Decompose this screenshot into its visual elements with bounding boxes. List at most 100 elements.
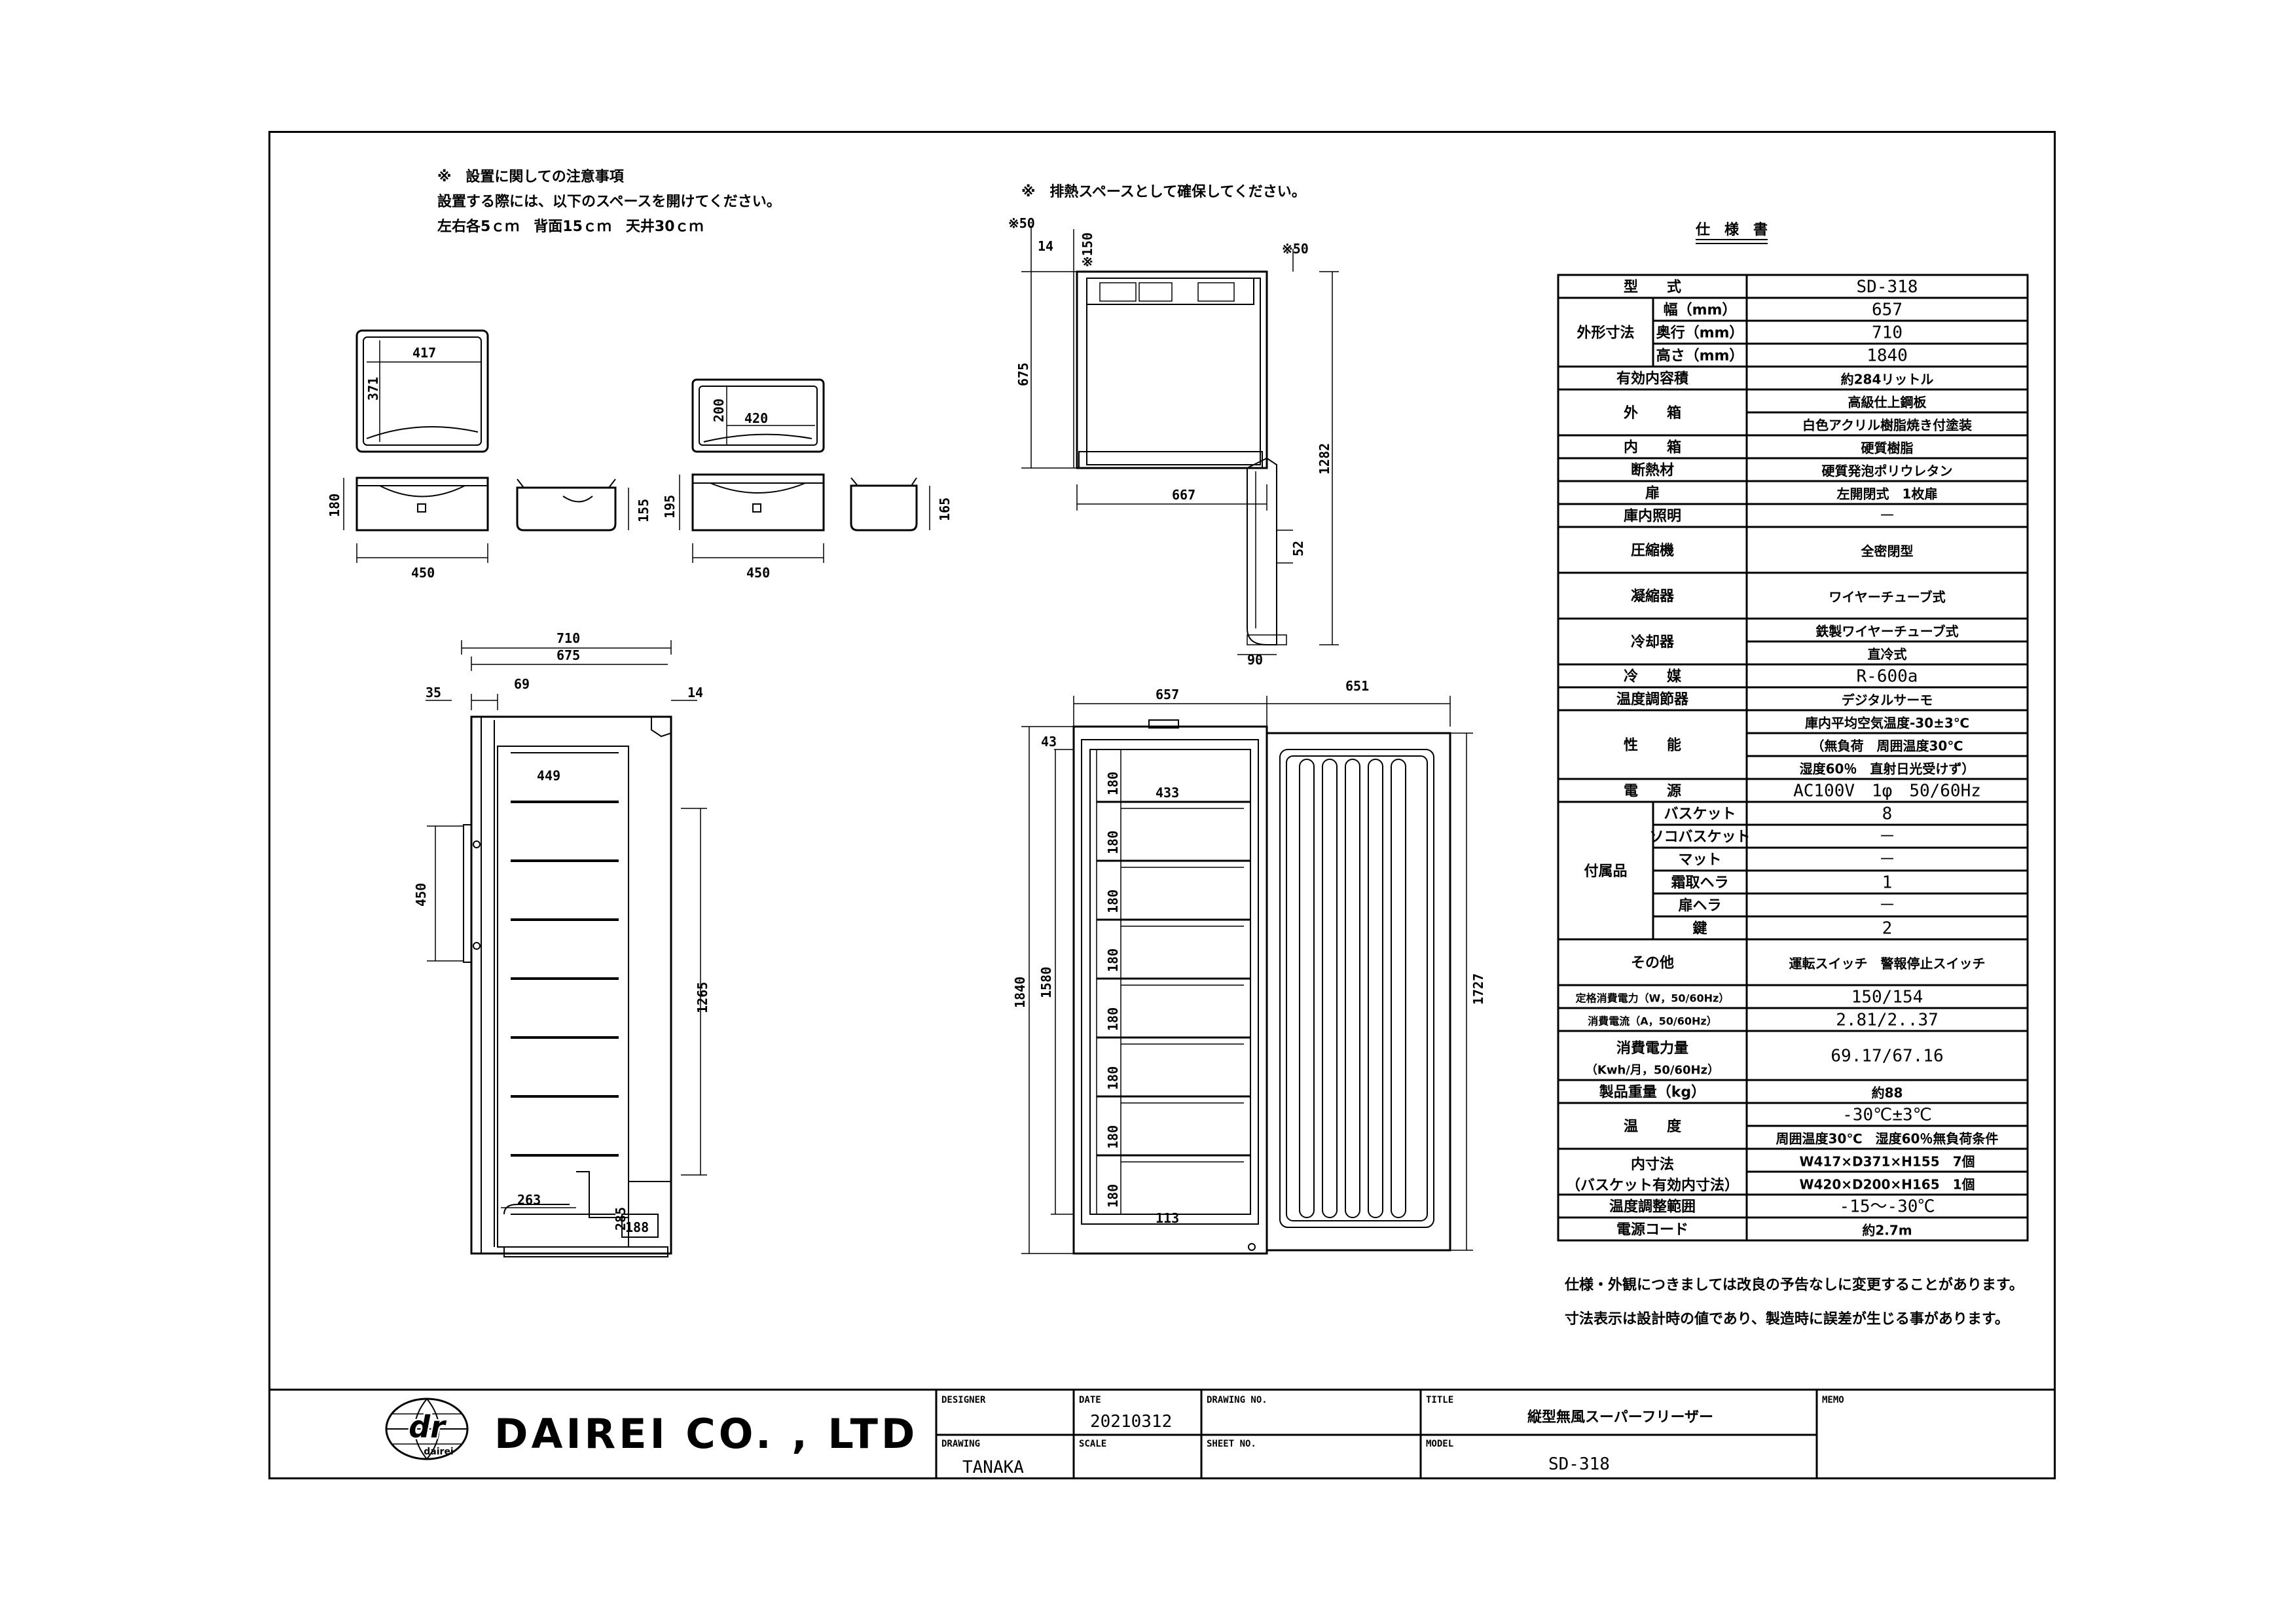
spec-footnote-2: 寸法表示は設計時の値であり、製造時に誤差が生じる事があります。 (1565, 1310, 2009, 1327)
model-value: SD-318 (1548, 1454, 1610, 1474)
spec-value: ワイヤーチューブ式 (1829, 589, 1945, 605)
spec-label: 温度調節器 (1616, 691, 1689, 708)
dim-soko-top-depth: 200 (711, 399, 727, 422)
scale-label: SCALE (1079, 1439, 1106, 1449)
spec-label: 断熱材 (1631, 462, 1674, 479)
title-label: TITLE (1426, 1395, 1453, 1405)
dim-soko-top-width: 420 (744, 410, 768, 426)
spec-sub-label: 奥行（mm） (1656, 325, 1744, 342)
spec-value: 周囲温度30℃ 湿度60％無負荷条件 (1776, 1131, 1999, 1147)
spec-label: 庫内照明 (1624, 508, 1681, 525)
dim-side-449: 449 (537, 768, 560, 784)
soko-basket-top-view: 420 200 (691, 378, 825, 453)
spec-label: 温 度 (1624, 1118, 1682, 1135)
dim-basket-top-depth: 371 (365, 377, 381, 401)
spec-value: 2.81/2..37 (1836, 1011, 1939, 1030)
spec-sub-label: 扉ヘラ (1678, 897, 1721, 914)
date-value: 20210312 (1090, 1412, 1172, 1432)
spec-sub-label: バスケット (1664, 806, 1736, 823)
spec-label: 電 源 (1624, 784, 1681, 800)
drawing-value: TANAKA (962, 1458, 1024, 1477)
sheet-no-label: SHEET NO. (1207, 1439, 1256, 1449)
dim-front-pitch-4: 180 (1105, 948, 1121, 972)
dim-front-pitch-6: 180 (1105, 1066, 1121, 1090)
drawing-label: DRAWING (941, 1439, 980, 1449)
spec-value: － (1878, 507, 1895, 526)
spec-sub-label: 高さ（mm） (1656, 348, 1744, 365)
dim-front-pitch-3: 180 (1105, 890, 1121, 913)
dim-side-inner-height: 1265 (695, 982, 710, 1013)
spec-value: 白色アクリル樹脂焼き付塗装 (1802, 418, 1972, 433)
spec-label: 電源コード (1616, 1222, 1688, 1238)
dim-plan-top-clearance: ※150 (1080, 232, 1095, 267)
spec-title: 仕 様 書 (1695, 221, 1768, 238)
spec-value: R-600a (1857, 667, 1918, 687)
dim-plan-door-swing: 1282 (1317, 443, 1332, 475)
spec-value: 左開閉式 1枚扉 (1837, 486, 1938, 502)
logo-text: dr (409, 1409, 447, 1445)
spec-value: -15～-30℃ (1840, 1197, 1935, 1217)
basket-top-view: 417 371 (355, 329, 489, 453)
spec-label: 性 能 (1624, 737, 1681, 754)
spec-value: W420×D200×H165 1個 (1799, 1177, 1975, 1193)
company-name: DAIREI CO. , LTD (494, 1410, 918, 1458)
dim-front-pitch-5: 180 (1105, 1007, 1121, 1031)
dim-front-inner-width: 433 (1156, 785, 1179, 801)
spec-value: 運転スイッチ 警報停止スイッチ (1789, 956, 1986, 971)
spec-sub-label: 幅（mm） (1664, 302, 1737, 319)
spec-sub-label: ソコバスケット (1649, 829, 1750, 846)
basket-side-view: 155 (516, 478, 651, 532)
spec-value: 1840 (1867, 346, 1908, 366)
dim-side-69: 69 (514, 676, 530, 692)
spec-label: 型 式 (1624, 280, 1681, 296)
drawing-sheet-border (268, 131, 2056, 1479)
dim-plan-depth: 675 (1015, 363, 1031, 386)
dim-front-pitch-1: 180 (1105, 772, 1121, 795)
dim-side-14: 14 (687, 685, 703, 700)
spec-sub-label: 霜取ヘラ (1670, 875, 1728, 892)
spec-value: 硬質発泡ポリウレタン (1822, 463, 1953, 479)
dim-side-263: 263 (517, 1192, 541, 1208)
spec-value: 約284リットル (1841, 372, 1934, 388)
dim-front-bottom: 113 (1156, 1210, 1179, 1226)
spec-label-2: （バスケット有効内寸法） (1566, 1177, 1739, 1194)
spec-label: 温度調整範囲 (1609, 1199, 1696, 1216)
basket-front-view: 180 450 (327, 477, 489, 581)
spec-label: 有効内容積 (1616, 370, 1689, 388)
install-note-line1: 設置する際には、以下のスペースを開けてください。 (437, 193, 781, 210)
dim-plan-hinge: 52 (1290, 541, 1306, 556)
company-logo-icon (385, 1398, 469, 1460)
spec-value: 約2.7m (1862, 1223, 1912, 1238)
model-label: MODEL (1426, 1439, 1453, 1449)
dim-front-door-width: 651 (1345, 678, 1369, 694)
spec-value: 鉄製ワイヤーチューブ式 (1815, 624, 1958, 640)
dim-basket-side-height: 155 (636, 499, 651, 522)
spec-label: 製品重量（kg） (1599, 1084, 1705, 1101)
spec-value: 直冷式 (1868, 647, 1907, 662)
dim-plan-back-clearance: ※50 (1008, 215, 1035, 231)
dim-front-pitch-2: 180 (1105, 831, 1121, 854)
spec-value: -30℃±3℃ (1842, 1106, 1932, 1125)
spec-value: SD-318 (1857, 278, 1918, 297)
spec-label: 外形寸法 (1576, 325, 1634, 342)
spec-value: 2 (1882, 919, 1893, 939)
spec-value: 150/154 (1851, 988, 1923, 1007)
dim-side-188: 188 (625, 1219, 649, 1235)
dim-front-pitch-8: 180 (1105, 1184, 1121, 1208)
dim-front-top: 43 (1041, 734, 1057, 749)
spec-footnote-1: 仕様・外観につきましては改良の予告なしに変更することがあります。 (1564, 1276, 2024, 1293)
dim-basket-top-width: 417 (412, 345, 436, 361)
spec-label: 圧縮機 (1631, 542, 1674, 559)
dim-plan-right-clearance: ※50 (1282, 241, 1309, 257)
logo-subtext: dairei (424, 1447, 453, 1457)
spec-label-2: （Kwh/月，50/60Hz） (1586, 1064, 1719, 1077)
spec-label: 扉 (1645, 485, 1660, 502)
dim-front-door-height: 1727 (1470, 973, 1486, 1005)
dim-plan-left: 14 (1038, 238, 1053, 254)
spec-label: 外 箱 (1624, 405, 1681, 422)
dim-basket-front-height: 180 (327, 494, 342, 517)
spec-label: 付属品 (1584, 863, 1627, 880)
spec-sub-label: 鍵 (1692, 920, 1707, 937)
